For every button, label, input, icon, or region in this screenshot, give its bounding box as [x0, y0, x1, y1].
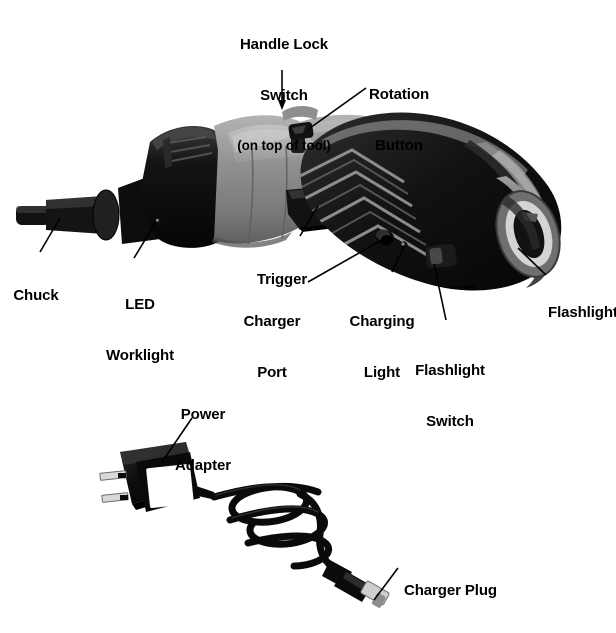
callout-charger-plug-line1: Charger Plug [404, 582, 497, 599]
flashlight-assembly [495, 176, 561, 288]
tool-front-housing [141, 126, 228, 248]
callout-handle-lock-switch-line1: Handle Lock [239, 36, 329, 53]
callout-charger-port-line2: Port [257, 364, 287, 381]
callout-flashlight-switch-line2: Switch [426, 413, 474, 430]
callout-charging-light-line1: Charging [349, 313, 415, 330]
leader-trigger [299, 205, 319, 237]
leader-flashlight [517, 247, 547, 276]
leader-chuck [39, 217, 61, 253]
callout-led-worklight-line1: LED [125, 296, 155, 313]
callout-charger-port-line1: Charger [243, 313, 301, 330]
callout-charging-light: Charging Light [340, 279, 424, 415]
adapter-label-panel [146, 464, 194, 508]
power-cord-highlight [215, 484, 319, 519]
callout-chuck: Chuck [2, 253, 70, 338]
callout-rotation-button-line2: Button [375, 137, 423, 154]
power-adapter [99, 442, 216, 512]
callout-flashlight-switch-line1: Flashlight [415, 362, 485, 379]
callout-flashlight-line1: Flashlight [548, 304, 616, 321]
leader-charger-port [307, 239, 383, 283]
callout-trigger: Trigger [248, 237, 316, 322]
callout-power-adapter-line2: Adapter [175, 457, 231, 474]
charger-plug [322, 560, 390, 608]
callout-led-worklight-line2: Worklight [106, 347, 174, 364]
rotation-button-part [288, 121, 314, 153]
ac-prongs [99, 470, 129, 503]
arrowhead-handle-lock-switch [278, 100, 286, 110]
leader-charger-plug [373, 567, 399, 601]
leader-flashlight-switch [433, 263, 447, 321]
power-cord [210, 482, 340, 574]
leader-led-worklight [133, 221, 157, 259]
callout-rotation-button: Rotation Button [346, 52, 452, 188]
parts-diagram-illustration [16, 70, 562, 608]
leader-lines-adapter [161, 417, 399, 601]
leader-power-adapter [161, 417, 193, 463]
callout-power-adapter-line1: Power [180, 406, 226, 423]
callout-handle-lock-switch-note: (on top of tool) [237, 138, 331, 153]
callout-charger-port: Charger Port [232, 279, 312, 415]
diagram-canvas: Handle Lock Switch (on top of tool) Rota… [2, 2, 616, 608]
handle-lock-switch-part [282, 106, 318, 121]
tool-rear-controls [376, 229, 457, 269]
callout-chuck-line1: Chuck [13, 287, 59, 304]
leader-lines-tool [39, 70, 547, 321]
callout-flashlight: Flashlight [548, 270, 616, 355]
leader-charging-light [391, 246, 405, 273]
callout-handle-lock-switch-line2: Switch [260, 87, 308, 104]
callout-rotation-button-line1: Rotation [368, 86, 430, 103]
callout-charger-plug: Charger Plug [404, 548, 514, 633]
callout-charging-light-line2: Light [363, 364, 401, 381]
callout-power-adapter: Power Adapter [158, 372, 248, 508]
callout-handle-lock-switch: Handle Lock Switch (on top of tool) [210, 2, 358, 188]
leader-rotation-button [309, 87, 367, 129]
callout-trigger-line1: Trigger [256, 271, 308, 288]
callout-led-worklight: LED Worklight [92, 262, 188, 398]
callout-flashlight-switch: Flashlight Switch [404, 328, 496, 464]
